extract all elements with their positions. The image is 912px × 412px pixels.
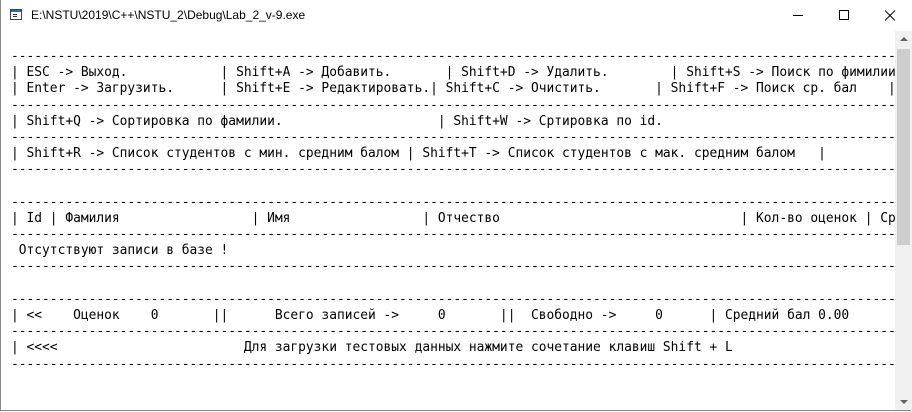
- console-line: ----------------------------------------…: [11, 162, 895, 178]
- console-line: [11, 276, 895, 292]
- console-line: ----------------------------------------…: [11, 259, 895, 275]
- console-line: | Shift+Q -> Сортировка по фамилии. | Sh…: [11, 113, 895, 129]
- console-line: Отсутствуют записи в базе !: [11, 243, 229, 259]
- maximize-icon[interactable]: [821, 0, 867, 31]
- console-line: | Enter -> Загрузить. | Shift+E -> Редак…: [11, 81, 895, 97]
- console-line: | Id | Фамилия | Имя | Отчество | Кол-во…: [11, 210, 895, 226]
- console-line: [11, 179, 895, 195]
- title-bar[interactable]: E:\NSTU\2019\C++\NSTU_2\Debug\Lab_2_v-9.…: [1, 0, 912, 31]
- close-icon[interactable]: [867, 0, 912, 31]
- minimize-icon[interactable]: [775, 0, 821, 31]
- scroll-up-arrow-icon[interactable]: [895, 31, 912, 48]
- console-line: ----------------------------------------…: [11, 194, 895, 210]
- console-line: ----------------------------------------…: [11, 97, 895, 113]
- scroll-down-arrow-icon[interactable]: [895, 393, 912, 410]
- console-line: ----------------------------------------…: [11, 49, 895, 64]
- console-line: ----------------------------------------…: [11, 129, 895, 145]
- console-line: ----------------------------------------…: [11, 291, 895, 307]
- console-text: ----------------------------------------…: [11, 49, 895, 373]
- scrollbar-thumb[interactable]: [897, 49, 910, 245]
- console-line: | << Оценок 0 || Всего записей -> 0 || С…: [11, 308, 895, 323]
- console-line: ----------------------------------------…: [11, 227, 895, 243]
- console-line: ----------------------------------------…: [11, 356, 895, 372]
- console-line: ----------------------------------------…: [11, 324, 895, 340]
- window-title: E:\NSTU\2019\C++\NSTU_2\Debug\Lab_2_v-9.…: [31, 8, 306, 22]
- vertical-scrollbar[interactable]: [895, 31, 912, 410]
- console-app-icon[interactable]: [10, 9, 22, 20]
- console-line: | ESC -> Выход. | Shift+A -> Добавить. |…: [11, 65, 895, 81]
- console-line: | <<<< Для загрузки тестовых данных нажм…: [11, 340, 895, 356]
- console-output-area[interactable]: ----------------------------------------…: [2, 31, 895, 410]
- console-line: | Shift+R -> Список студентов с мин. сре…: [11, 146, 826, 162]
